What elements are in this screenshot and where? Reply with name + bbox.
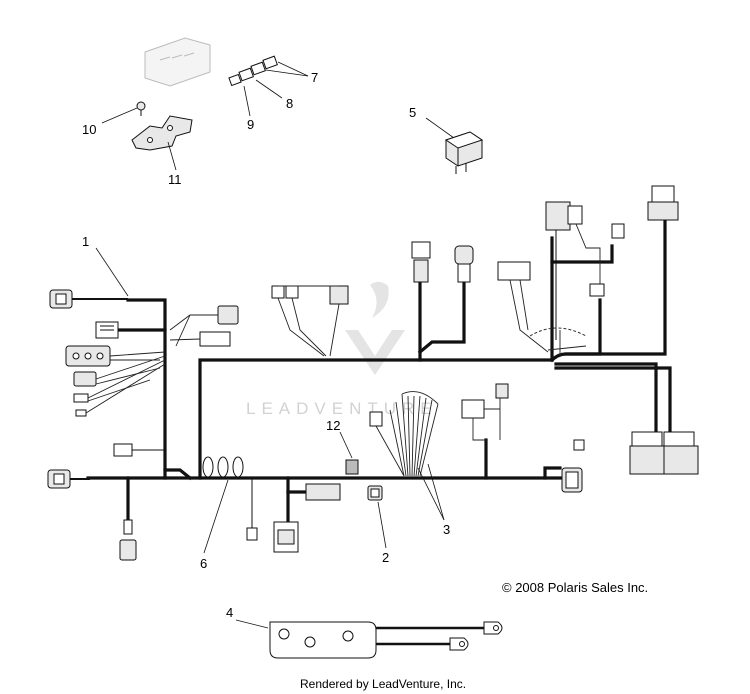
- connector-upper-far-right: [647, 185, 679, 221]
- connector-left-top: [49, 289, 128, 309]
- callout-1: 1: [82, 234, 89, 249]
- fuse-set: [228, 55, 278, 87]
- connector-upper-mid-b: [454, 245, 474, 283]
- harness-trunks: [86, 218, 672, 524]
- connector-2: [367, 485, 383, 501]
- battery-cable: [269, 621, 503, 659]
- connector-left-mid: [95, 321, 119, 339]
- connector-right-drop-a: [629, 431, 665, 475]
- connector-left-group: [65, 345, 111, 417]
- connector-upper-left: [271, 285, 349, 357]
- callout-7: 7: [311, 70, 318, 85]
- connector-right-drop-b: [663, 431, 699, 475]
- fuse-block: [144, 37, 211, 87]
- relay: [444, 131, 484, 174]
- callout-6: 6: [200, 556, 207, 571]
- screw: [136, 101, 146, 116]
- cable-ties: [202, 456, 244, 478]
- callout-8: 8: [286, 96, 293, 111]
- connector-12: [345, 459, 359, 475]
- callout-2: 2: [382, 550, 389, 565]
- connector-left-small: [113, 443, 165, 457]
- watermark-text: LEADVENTURE: [246, 399, 438, 418]
- callout-12: 12: [326, 418, 340, 433]
- wire-fan: [369, 383, 509, 477]
- watermark: LEADVENTURE: [246, 281, 438, 418]
- connector-upper-right: [545, 201, 625, 340]
- callout-3: 3: [443, 522, 450, 537]
- callout-9: 9: [247, 117, 254, 132]
- callout-10: 10: [82, 122, 96, 137]
- lower-sensor: [246, 478, 258, 541]
- callout-4: 4: [226, 605, 233, 620]
- connector-upper-mid-c: [497, 261, 549, 353]
- connector-right-lower: [561, 439, 585, 493]
- callout-11: 11: [168, 172, 182, 187]
- callout-5: 5: [409, 105, 416, 120]
- connector-lower-center: [273, 483, 341, 553]
- connector-left-bottom: [47, 469, 90, 489]
- copyright-notice: © 2008 Polaris Sales Inc.: [502, 580, 648, 595]
- connector-left-upper-right: [199, 305, 239, 347]
- junction-center-right: [529, 327, 587, 356]
- footer-credit: Rendered by LeadVenture, Inc.: [300, 677, 466, 691]
- connector-upper-mid-a: [411, 241, 431, 283]
- connector-left-lower-drop: [119, 519, 137, 561]
- mounting-bracket: [131, 115, 193, 151]
